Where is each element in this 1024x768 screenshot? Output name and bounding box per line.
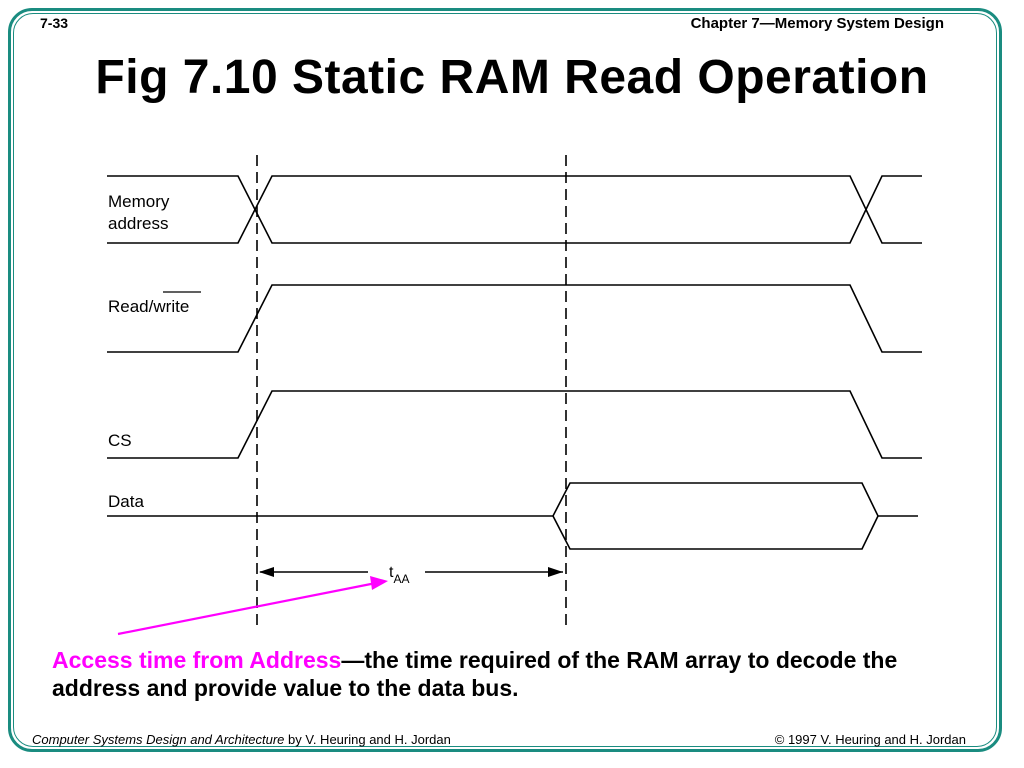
data-waveform [107,482,918,550]
footer-authors: by V. Heuring and H. Jordan [284,732,451,747]
caption-highlight: Access time from Address [52,647,342,673]
chapter-title: Chapter 7—Memory System Design [690,15,944,32]
access-time-pointer [117,576,388,636]
cs-waveform [107,390,922,459]
slide-frame-inner [13,13,997,747]
caption: Access time from Address—the time requir… [52,646,952,702]
slide-number: 7-33 [40,15,69,31]
read-write-label: Read/write [108,297,189,316]
cs-label: CS [108,431,132,450]
slide-frame [8,8,1002,752]
memory-address-waveform [107,175,922,244]
caption-text: —the time required of the RAM array to d… [52,647,898,701]
memory-address-label-line2: address [108,214,168,233]
taa-label: tAA [389,564,409,586]
memory-address-label-line1: Memory [108,192,170,211]
taa-arrowhead-left [259,567,274,577]
footer-copyright: © 1997 V. Heuring and H. Jordan [774,732,966,747]
footer-book-title: Computer Systems Design and Architecture [32,732,285,747]
footer-book: Computer Systems Design and Architecture… [32,732,451,747]
read-write-waveform [107,284,922,353]
taa-arrowhead-right [548,567,563,577]
page-title: Fig 7.10 Static RAM Read Operation [95,51,929,104]
data-label: Data [108,492,144,511]
